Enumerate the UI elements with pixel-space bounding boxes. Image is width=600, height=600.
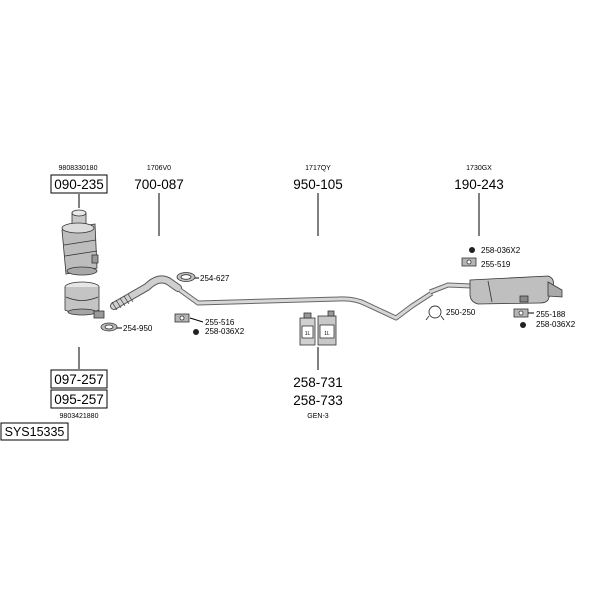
catalyst-oem-number: 9808330180 xyxy=(59,165,98,172)
clamp-250-250-drawing xyxy=(425,305,445,321)
label-255-516[interactable]: 255-516 xyxy=(205,318,235,327)
bolt-258-036x2-mid-icon xyxy=(193,329,199,335)
leader-255-516 xyxy=(189,317,204,323)
bolt-258-036x2-top-icon xyxy=(469,247,475,253)
hanger-255-188-drawing xyxy=(513,308,529,318)
system-code-box xyxy=(0,422,69,441)
label-258-036x2-top[interactable]: 258-036X2 xyxy=(481,246,521,255)
catalytic-converter-drawing xyxy=(61,209,99,276)
label-255-519[interactable]: 255-519 xyxy=(481,260,511,269)
catalyst-part-box[interactable] xyxy=(50,174,108,194)
clamp-254-627-drawing xyxy=(176,272,196,282)
middle-pipe-drawing xyxy=(178,287,434,321)
front-pipe-oem-number: 1706V0 xyxy=(147,165,171,172)
can-label-right: 1L xyxy=(324,331,330,337)
catalyst-part-number[interactable]: 090-235 xyxy=(54,177,104,192)
particulate-filter-drawing xyxy=(64,281,105,319)
rear-silencer-drawing xyxy=(429,275,563,305)
system-code: SYS15335 xyxy=(5,425,65,439)
dpf-part-box-b[interactable] xyxy=(50,389,108,409)
front-pipe-drawing xyxy=(110,275,182,311)
label-258-036x2-right[interactable]: 258-036X2 xyxy=(536,320,576,329)
dpf-part-box-a[interactable] xyxy=(50,369,108,389)
rear-silencer-part-number[interactable]: 190-243 xyxy=(454,177,504,192)
label-258-036x2-mid[interactable]: 258-036X2 xyxy=(205,327,245,336)
rear-silencer-oem-number: 1730GX xyxy=(466,165,492,172)
hanger-255-519-drawing xyxy=(461,257,477,267)
middle-pipe-part-number[interactable]: 950-105 xyxy=(293,177,343,192)
bolt-258-036x2-right-icon xyxy=(520,322,526,328)
clamp-254-950-drawing xyxy=(100,322,118,332)
label-254-627[interactable]: 254-627 xyxy=(200,274,230,283)
dpf-part-number-a[interactable]: 097-257 xyxy=(54,372,104,387)
front-pipe-part-number[interactable]: 700-087 xyxy=(134,177,184,192)
fluid-note: GEN-3 xyxy=(307,413,329,420)
fluid-part-number-a[interactable]: 258-731 xyxy=(293,375,343,390)
hanger-255-516-drawing xyxy=(174,313,190,323)
fluid-part-number-b[interactable]: 258-733 xyxy=(293,393,343,408)
dpf-oem-number: 9803421880 xyxy=(60,413,99,420)
label-254-950[interactable]: 254-950 xyxy=(123,324,153,333)
label-250-250[interactable]: 250-250 xyxy=(446,308,476,317)
can-label-left: 1L xyxy=(305,331,311,337)
additive-fluid-cans-drawing xyxy=(299,310,337,346)
dpf-part-number-b[interactable]: 095-257 xyxy=(54,392,104,407)
label-255-188[interactable]: 255-188 xyxy=(536,310,566,319)
middle-pipe-oem-number: 1717QY xyxy=(305,165,331,172)
